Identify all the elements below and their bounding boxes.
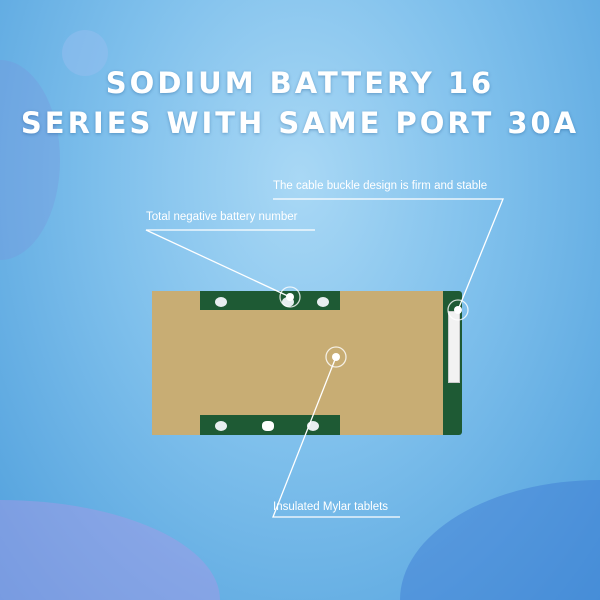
callout-total-negative: Total negative battery number bbox=[146, 211, 298, 223]
title-line-1: SODIUM BATTERY 16 bbox=[105, 66, 495, 100]
decor-circle bbox=[62, 30, 108, 76]
bms-board bbox=[152, 291, 462, 435]
title-line-2: SERIES WITH SAME PORT 30A bbox=[20, 106, 580, 140]
mylar-sheet bbox=[152, 291, 443, 435]
callout-mylar: Insulated Mylar tablets bbox=[273, 501, 389, 513]
callout-cable-buckle: The cable buckle design is firm and stab… bbox=[273, 180, 488, 192]
cable-connector bbox=[448, 311, 460, 383]
